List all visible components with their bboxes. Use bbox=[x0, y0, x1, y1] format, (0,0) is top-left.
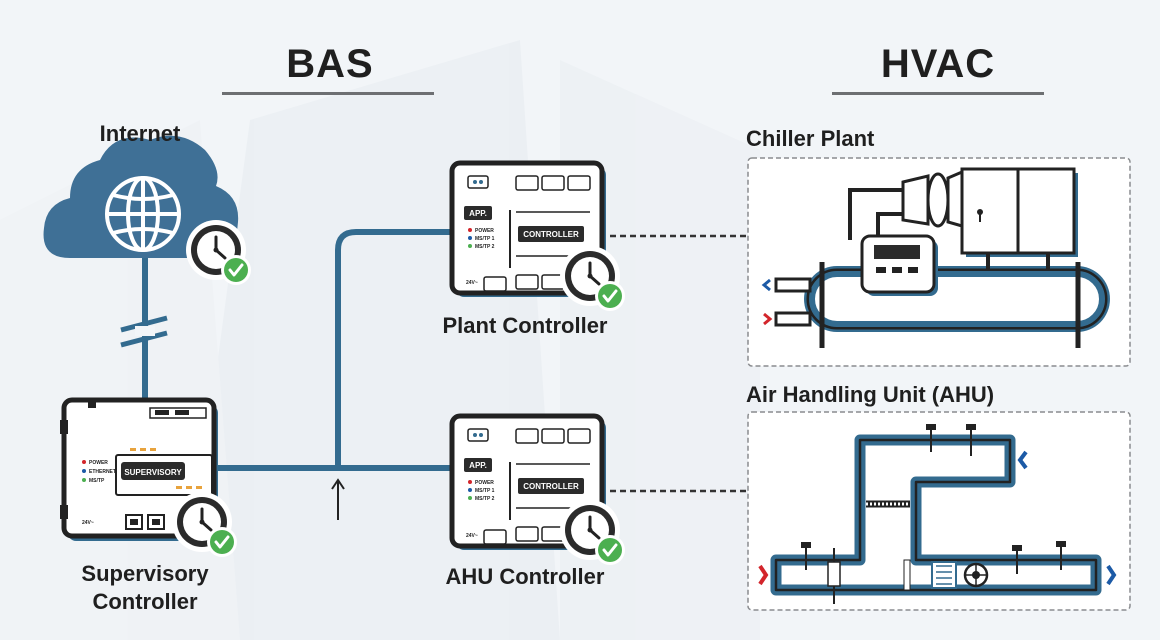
hvac-title-underline bbox=[832, 92, 1044, 95]
ahu-power-label: 24V~ bbox=[466, 533, 478, 539]
fan-icon bbox=[963, 562, 989, 588]
return-arrow-icon bbox=[761, 278, 771, 292]
supervisory-screen-label: SUPERVISORY bbox=[124, 468, 182, 477]
ahu-controller-device: APP. CONTROLLER POWER MS/TP 1 MS/TP 2 24… bbox=[449, 413, 627, 567]
ahu-led-power: POWER bbox=[475, 480, 494, 486]
supervisory-power-label: 24V~ bbox=[82, 520, 94, 526]
ahu-app-label: APP. bbox=[469, 461, 487, 470]
return-arrow-icon bbox=[1017, 450, 1028, 470]
internet-label: Internet bbox=[99, 121, 181, 146]
supervisory-led-power: POWER bbox=[89, 460, 108, 466]
supply-arrow-icon bbox=[763, 312, 773, 326]
supervisory-led-ethernet: ETHERNET bbox=[89, 469, 116, 475]
bas-title-underline bbox=[222, 92, 434, 95]
plant-led-mstp2: MS/TP 2 bbox=[475, 244, 495, 250]
chiller-plant-label: Chiller Plant bbox=[746, 126, 875, 151]
supervisory-controller-device: SUPERVISORY POWER ETHERNET MS/TP 24V~ bbox=[60, 397, 239, 559]
plant-led-mstp1: MS/TP 1 bbox=[475, 236, 495, 242]
ahu-controller-label: AHU Controller bbox=[445, 564, 605, 589]
ahu-screen-label: CONTROLLER bbox=[523, 482, 579, 491]
bas-section-title: BAS bbox=[286, 42, 374, 86]
hvac-section-title: HVAC bbox=[880, 42, 996, 86]
ahu-led-mstp1: MS/TP 1 bbox=[475, 488, 495, 494]
flow-arrow bbox=[331, 478, 345, 520]
ahu-duct-icon bbox=[758, 424, 1117, 604]
globe-icon bbox=[105, 176, 181, 252]
ahu-label: Air Handling Unit (AHU) bbox=[746, 382, 995, 407]
bas-network bbox=[216, 229, 462, 471]
plant-led-power: POWER bbox=[475, 228, 494, 234]
internet-link bbox=[120, 255, 168, 402]
outlet-arrow-icon bbox=[1106, 564, 1117, 586]
supply-arrow-icon bbox=[758, 564, 769, 586]
plant-controller-device: APP. CONTROLLER POWER MS/TP 1 MS/TP 2 24… bbox=[449, 160, 627, 313]
supervisory-label-line1: Supervisory bbox=[81, 561, 209, 586]
plant-app-label: APP. bbox=[469, 209, 487, 218]
chiller-plant-panel bbox=[747, 157, 1131, 367]
plant-screen-label: CONTROLLER bbox=[523, 230, 579, 239]
supervisory-led-mstp: MS/TP bbox=[89, 478, 105, 484]
plant-controller-label: Plant Controller bbox=[442, 313, 608, 338]
plant-power-label: 24V~ bbox=[466, 280, 478, 286]
ahu-led-mstp2: MS/TP 2 bbox=[475, 496, 495, 502]
chiller-icon bbox=[761, 167, 1110, 348]
supervisory-label-line2: Controller bbox=[92, 589, 198, 614]
internet-cloud bbox=[43, 135, 253, 287]
ahu-panel bbox=[747, 411, 1131, 611]
